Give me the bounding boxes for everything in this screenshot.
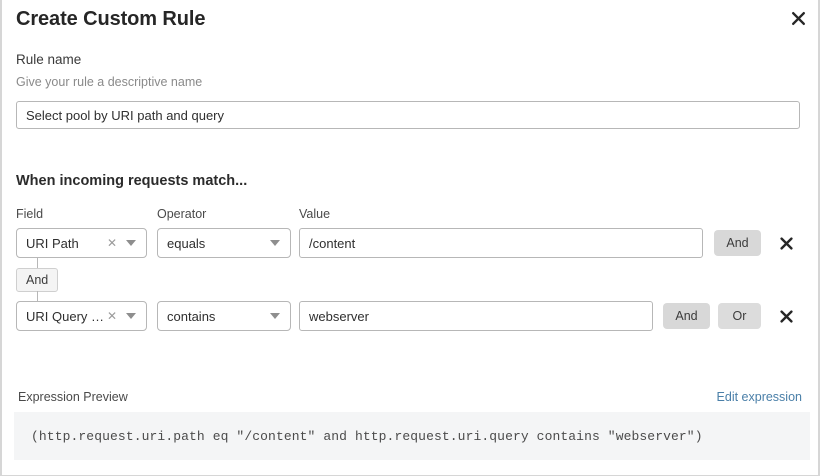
expression-preview-code: (http.request.uri.path eq "/content" and…: [31, 428, 703, 444]
field-select-2[interactable]: URI Query St... ✕: [16, 301, 147, 331]
close-icon[interactable]: [787, 7, 809, 29]
condition-row: URI Path ✕ equals And: [2, 228, 820, 258]
expression-preview-box: (http.request.uri.path eq "/content" and…: [14, 412, 810, 460]
operator-select-1[interactable]: equals: [157, 228, 291, 258]
field-select-2-value: URI Query St...: [26, 308, 105, 324]
chevron-down-icon[interactable]: [122, 240, 146, 246]
operator-select-2-value: contains: [167, 308, 216, 324]
connector-line-top: [37, 258, 38, 269]
column-header-operator: Operator: [157, 207, 207, 221]
rule-name-input[interactable]: [16, 101, 800, 129]
clear-icon[interactable]: ✕: [106, 309, 117, 323]
add-and-condition-button-1[interactable]: And: [714, 230, 761, 256]
edit-expression-link[interactable]: Edit expression: [716, 390, 802, 404]
column-header-field: Field: [16, 207, 44, 221]
connector-and-badge[interactable]: And: [16, 268, 59, 292]
value-input-2[interactable]: [299, 301, 653, 331]
field-select-1-value: URI Path: [26, 235, 79, 251]
operator-select-1-value: equals: [167, 235, 206, 251]
expression-preview-label: Expression Preview: [18, 390, 128, 404]
connector-line-bottom: [37, 291, 38, 301]
rule-name-label: Rule name: [16, 52, 82, 67]
column-header-value: Value: [299, 207, 331, 221]
conditions-heading: When incoming requests match...: [16, 173, 248, 189]
page-title: Create Custom Rule: [16, 8, 206, 30]
add-and-condition-button-2[interactable]: And: [663, 303, 710, 329]
chevron-down-icon[interactable]: [266, 240, 290, 246]
rule-name-hint: Give your rule a descriptive name: [16, 75, 203, 89]
add-or-condition-button-2[interactable]: Or: [718, 303, 761, 329]
condition-row: URI Query St... ✕ contains And Or: [2, 301, 820, 331]
field-select-1[interactable]: URI Path ✕: [16, 228, 147, 258]
clear-icon[interactable]: ✕: [106, 236, 117, 250]
value-input-1[interactable]: [299, 228, 703, 258]
chevron-down-icon[interactable]: [266, 313, 290, 319]
chevron-down-icon[interactable]: [122, 313, 146, 319]
delete-condition-icon-1[interactable]: [777, 234, 795, 252]
operator-select-2[interactable]: contains: [157, 301, 291, 331]
delete-condition-icon-2[interactable]: [777, 307, 795, 325]
